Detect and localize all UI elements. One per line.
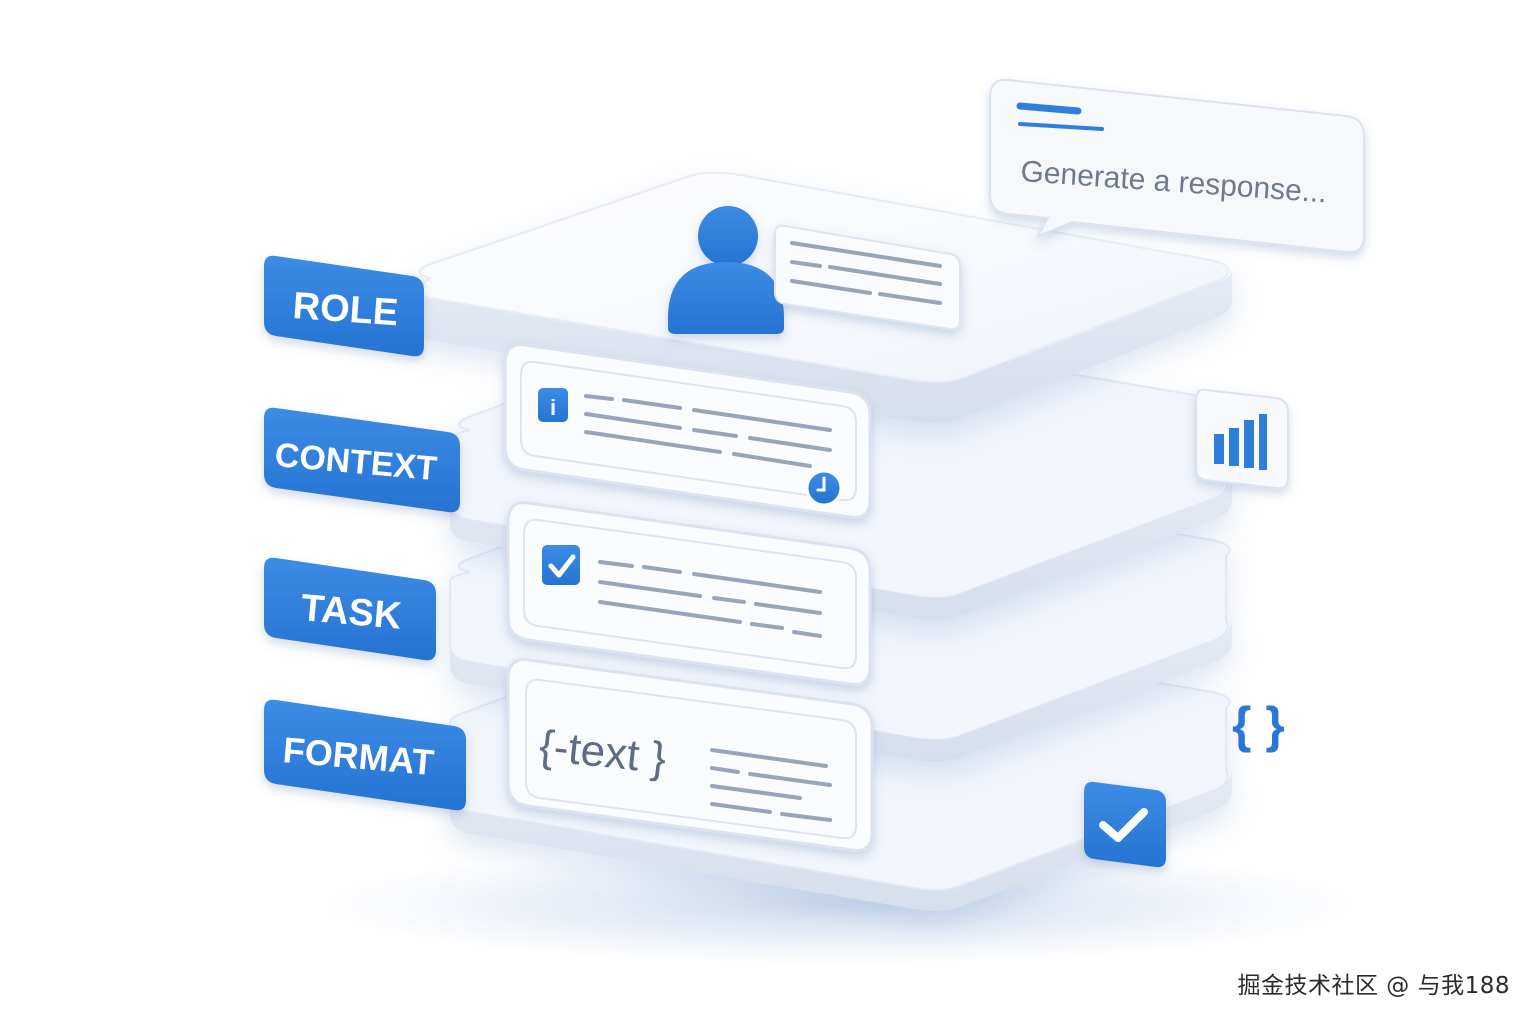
format-card: {-text } <box>506 658 874 852</box>
layer-label-role: ROLE <box>291 285 399 334</box>
watermark: 掘金技术社区 @ 与我188 <box>1237 973 1510 999</box>
context-card: i <box>503 343 872 519</box>
info-icon <box>538 388 568 422</box>
checkbox-checked-icon <box>542 545 580 585</box>
task-card <box>506 501 872 686</box>
response-bubble: Generate a response... <box>989 78 1365 254</box>
ground-shadow <box>320 845 1360 965</box>
layer-tag-role: ROLE <box>264 255 424 357</box>
layer-tag-task: TASK <box>264 557 436 661</box>
user-avatar-icon <box>668 206 784 334</box>
bar-chart-icon <box>1195 388 1289 490</box>
role-note-card <box>774 224 961 331</box>
checkmark-icon <box>1084 781 1166 868</box>
layer-tag-format: FORMAT <box>264 699 466 811</box>
floating-braces-icon: { } <box>1232 697 1285 753</box>
layer-label-task: TASK <box>299 587 403 638</box>
info-icon-glyph: i <box>550 395 556 420</box>
layer-tag-context: CONTEXT <box>264 407 460 513</box>
